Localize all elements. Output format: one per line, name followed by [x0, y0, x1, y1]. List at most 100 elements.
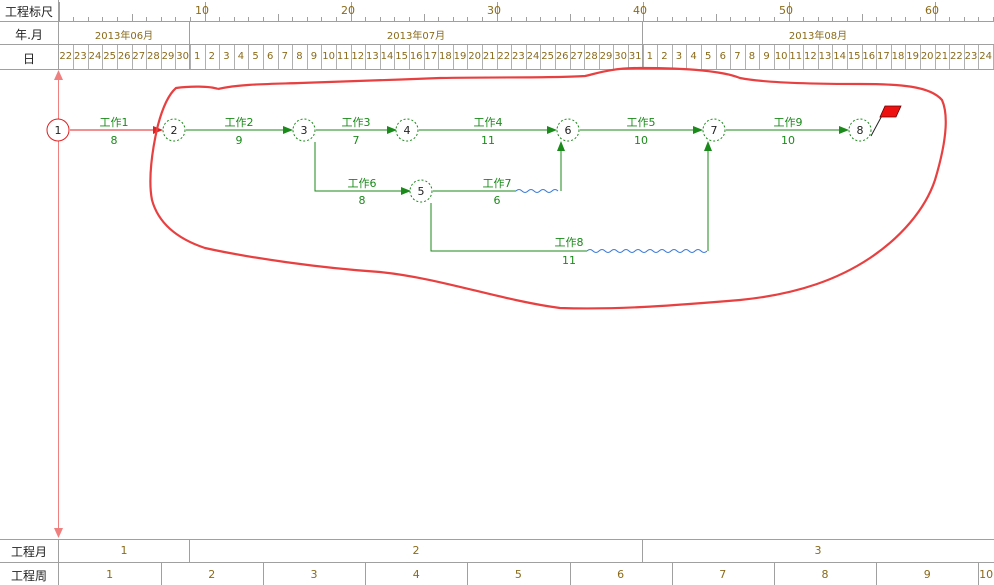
task-6-arrow[interactable] — [314, 142, 411, 195]
day-cell: 29 — [161, 51, 175, 62]
day-cell: 14 — [833, 51, 846, 62]
task-6-duration: 8 — [359, 194, 366, 207]
project-week-cell: 10 — [979, 568, 994, 581]
day-cell: 13 — [818, 51, 832, 62]
day-cell: 11 — [789, 51, 803, 62]
day-cell: 1 — [194, 51, 201, 62]
bottom-separators — [161, 563, 979, 585]
task-7-duration: 6 — [494, 194, 501, 207]
project-week-cell: 4 — [412, 568, 420, 581]
day-cell: 21 — [935, 51, 949, 62]
task-7-float-wave — [515, 189, 559, 193]
task-2-duration: 9 — [236, 134, 243, 147]
task-3-duration: 7 — [353, 134, 360, 147]
day-cell: 6 — [719, 51, 726, 62]
day-cell: 7 — [734, 51, 741, 62]
day-cell: 24 — [979, 51, 992, 62]
day-cell: 10 — [322, 51, 335, 62]
month-label-2013-06: 2013年06月 — [94, 31, 154, 42]
day-cell: 11 — [336, 51, 350, 62]
day-cell: 4 — [690, 51, 697, 62]
day-cell: 23 — [74, 51, 87, 62]
month-row-label: 年.月 — [15, 28, 43, 42]
project-month-2: 2 — [412, 544, 420, 557]
task-5-name: 工作5 — [627, 116, 656, 129]
svg-text:7: 7 — [711, 124, 718, 137]
day-cell: 15 — [395, 51, 408, 62]
day-cell: 29 — [599, 51, 613, 62]
day-cell: 23 — [964, 51, 978, 62]
day-cell: 22 — [950, 51, 963, 62]
timeline-arrow-down — [54, 528, 63, 538]
day-cell: 21 — [482, 51, 496, 62]
task-1-duration: 8 — [111, 134, 118, 147]
day-cell: 2 — [661, 51, 668, 62]
day-cell: 14 — [380, 51, 394, 62]
task-8-duration: 11 — [562, 254, 576, 267]
day-cell: 2 — [208, 51, 215, 62]
day-cell: 22 — [497, 51, 511, 62]
task-8-name: 工作8 — [555, 236, 584, 249]
day-cell: 10 — [774, 51, 788, 62]
node-7[interactable]: 7 — [702, 118, 726, 142]
project-week-row-label: 工程周 — [10, 569, 47, 583]
day-cell: 20 — [920, 51, 934, 62]
node-2[interactable]: 2 — [162, 118, 186, 142]
day-cell: 16 — [862, 51, 876, 62]
month-label-2013-07: 2013年07月 — [386, 31, 446, 42]
project-month-3: 3 — [814, 544, 822, 557]
project-week-cell: 7 — [719, 568, 727, 581]
node-6[interactable]: 6 — [556, 118, 580, 142]
day-cell: 27 — [132, 51, 146, 62]
svg-text:1: 1 — [55, 124, 62, 137]
task-8-float-wave — [586, 249, 708, 253]
day-cell: 30 — [614, 51, 627, 62]
node-4[interactable]: 4 — [395, 118, 419, 142]
day-cell: 5 — [705, 51, 712, 62]
day-cell: 17 — [424, 51, 438, 62]
day-cell: 13 — [366, 51, 379, 62]
task-5-duration: 10 — [634, 134, 648, 147]
ruler-tick-40: 40 — [633, 4, 647, 17]
svg-text:6: 6 — [565, 124, 572, 137]
project-week-cell: 1 — [106, 568, 114, 581]
ruler-row-label: 工程标尺 — [4, 5, 53, 19]
day-row-label: 日 — [22, 52, 35, 66]
day-cell: 27 — [570, 51, 584, 62]
day-cell: 22 — [59, 51, 73, 62]
day-cell: 7 — [281, 51, 288, 62]
task-7-name: 工作7 — [483, 177, 512, 190]
day-cell: 17 — [877, 51, 890, 62]
annotation-loop — [149, 66, 947, 310]
project-week-cell: 2 — [208, 568, 216, 581]
day-cell: 28 — [585, 51, 598, 62]
task-9-duration: 10 — [781, 134, 795, 147]
day-cell: 25 — [541, 51, 554, 62]
day-cell: 23 — [512, 51, 525, 62]
project-week-cell: 6 — [617, 568, 625, 581]
svg-text:4: 4 — [404, 124, 411, 137]
task-3-name: 工作3 — [342, 116, 371, 129]
day-cell: 24 — [88, 51, 102, 62]
timeline-arrow-up — [54, 70, 63, 80]
node-1[interactable]: 1 — [46, 118, 70, 142]
node-5[interactable]: 5 — [409, 179, 433, 203]
day-cell: 5 — [252, 51, 259, 62]
ruler-tick-10: 10 — [195, 4, 209, 17]
node-8[interactable]: 8 — [848, 118, 872, 142]
day-cell: 15 — [847, 51, 861, 62]
day-cell: 25 — [103, 51, 116, 62]
node-3[interactable]: 3 — [292, 118, 316, 142]
task-8-line[interactable] — [430, 203, 587, 252]
day-cell: 3 — [675, 51, 683, 62]
task-1-name: 工作1 — [100, 116, 129, 129]
day-cell: 18 — [891, 51, 905, 62]
day-cell: 8 — [748, 51, 756, 62]
month-label-2013-08: 2013年08月 — [788, 31, 848, 42]
ruler-minor-ticks — [59, 2, 994, 21]
day-cell: 12 — [351, 51, 365, 62]
task-4-name: 工作4 — [474, 116, 503, 129]
project-week-cell: 9 — [923, 568, 931, 581]
day-cell: 3 — [223, 51, 230, 62]
